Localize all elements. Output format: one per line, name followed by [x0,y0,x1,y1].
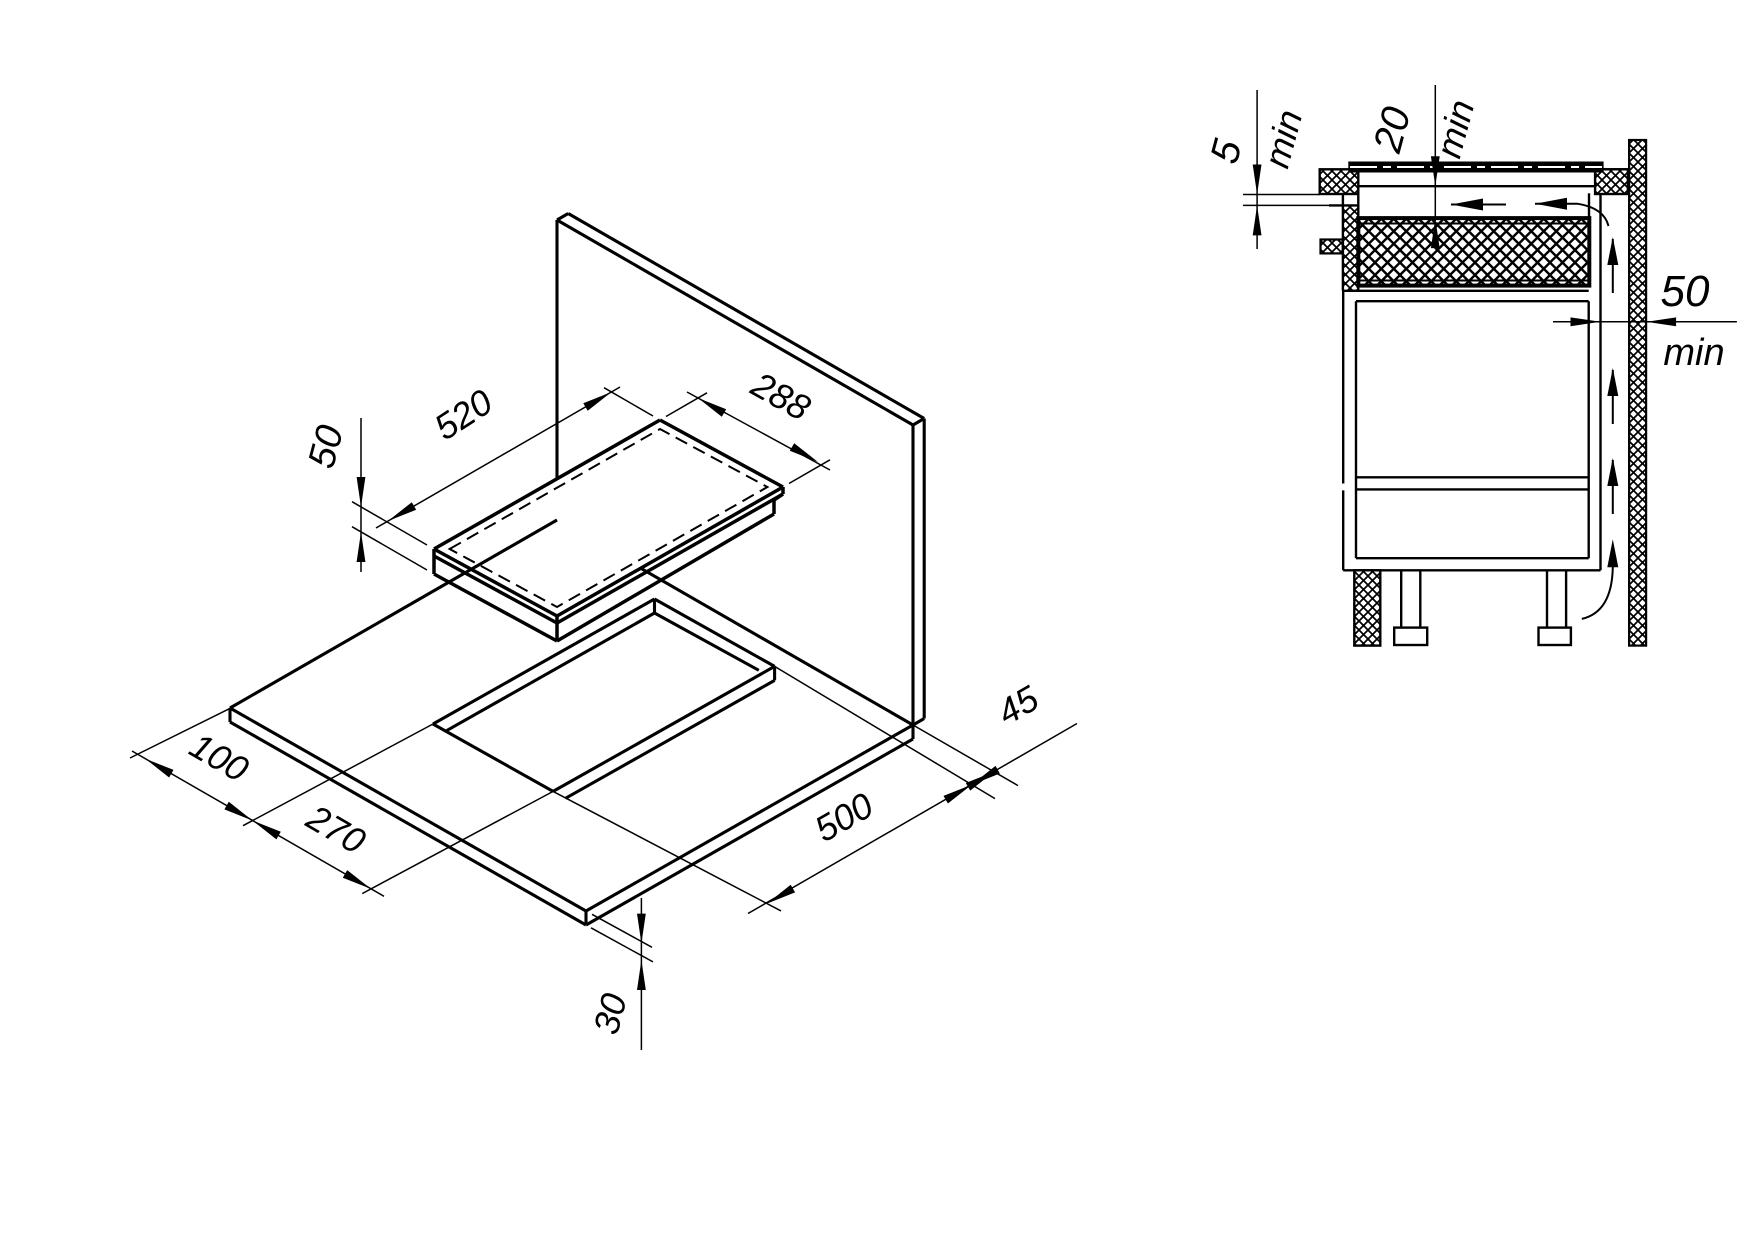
svg-text:50: 50 [1661,267,1710,316]
svg-text:min: min [1663,332,1724,374]
